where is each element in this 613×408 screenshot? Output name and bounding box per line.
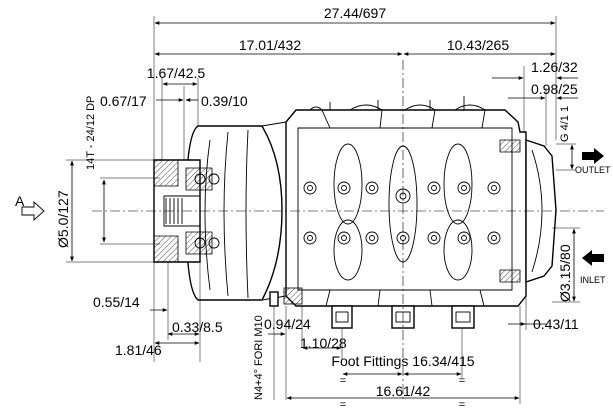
foot-equal-2: =	[459, 375, 465, 387]
dim-right-b: 0.98/25	[531, 81, 578, 97]
inlet-label: INLET	[580, 275, 606, 285]
foot-fitting-right	[451, 305, 475, 329]
dim-left-c: 0.39/10	[201, 93, 248, 109]
dim-foot-b: 1.10/28	[300, 335, 347, 351]
foot-equal-1: =	[340, 375, 346, 387]
dim-left-f: 1.81/46	[115, 342, 162, 358]
dim-mount-holes: N4+4° FORI M10	[253, 315, 265, 400]
view-arrow-icon	[21, 200, 45, 222]
dim-foot-a: 0.94/24	[264, 316, 311, 332]
dim-shaft-diameter: Ø5.0/127	[55, 190, 71, 248]
pump-body	[153, 96, 557, 329]
dim-spline: 14T - 24/12 DP	[85, 96, 97, 170]
dim-bottom-length: 16.61/42	[376, 383, 431, 399]
dim-right-section: 10.43/265	[447, 37, 509, 53]
dim-left-section: 17.01/432	[239, 37, 301, 53]
bottom-equal-1: =	[340, 399, 346, 408]
outlet-arrow-icon	[582, 148, 604, 164]
dim-left-e: 0.33/8.5	[172, 319, 223, 335]
bolt-row-top	[303, 181, 501, 204]
dim-right-a: 1.26/32	[531, 59, 578, 75]
dim-overall-length: 27.44/697	[324, 5, 386, 21]
outlet-label: OUTLET	[575, 165, 611, 175]
dim-outlet-port: G 4/1 1	[559, 106, 571, 142]
view-label-a: A	[15, 193, 25, 209]
dim-inlet-diameter: Ø3.15/80	[557, 244, 573, 302]
dim-foot-fittings: Foot Fittings 16.34/415	[331, 353, 474, 369]
bottom-equal-2: =	[459, 399, 465, 408]
dim-left-b: 0.67/17	[100, 93, 147, 109]
dim-right-c: 0.43/11	[533, 316, 579, 332]
dim-left-d: 0.55/14	[93, 294, 140, 310]
foot-fitting-left	[331, 305, 353, 329]
inlet-arrow-icon	[582, 250, 604, 266]
dim-left-a: 1.67/42.5	[147, 65, 206, 81]
